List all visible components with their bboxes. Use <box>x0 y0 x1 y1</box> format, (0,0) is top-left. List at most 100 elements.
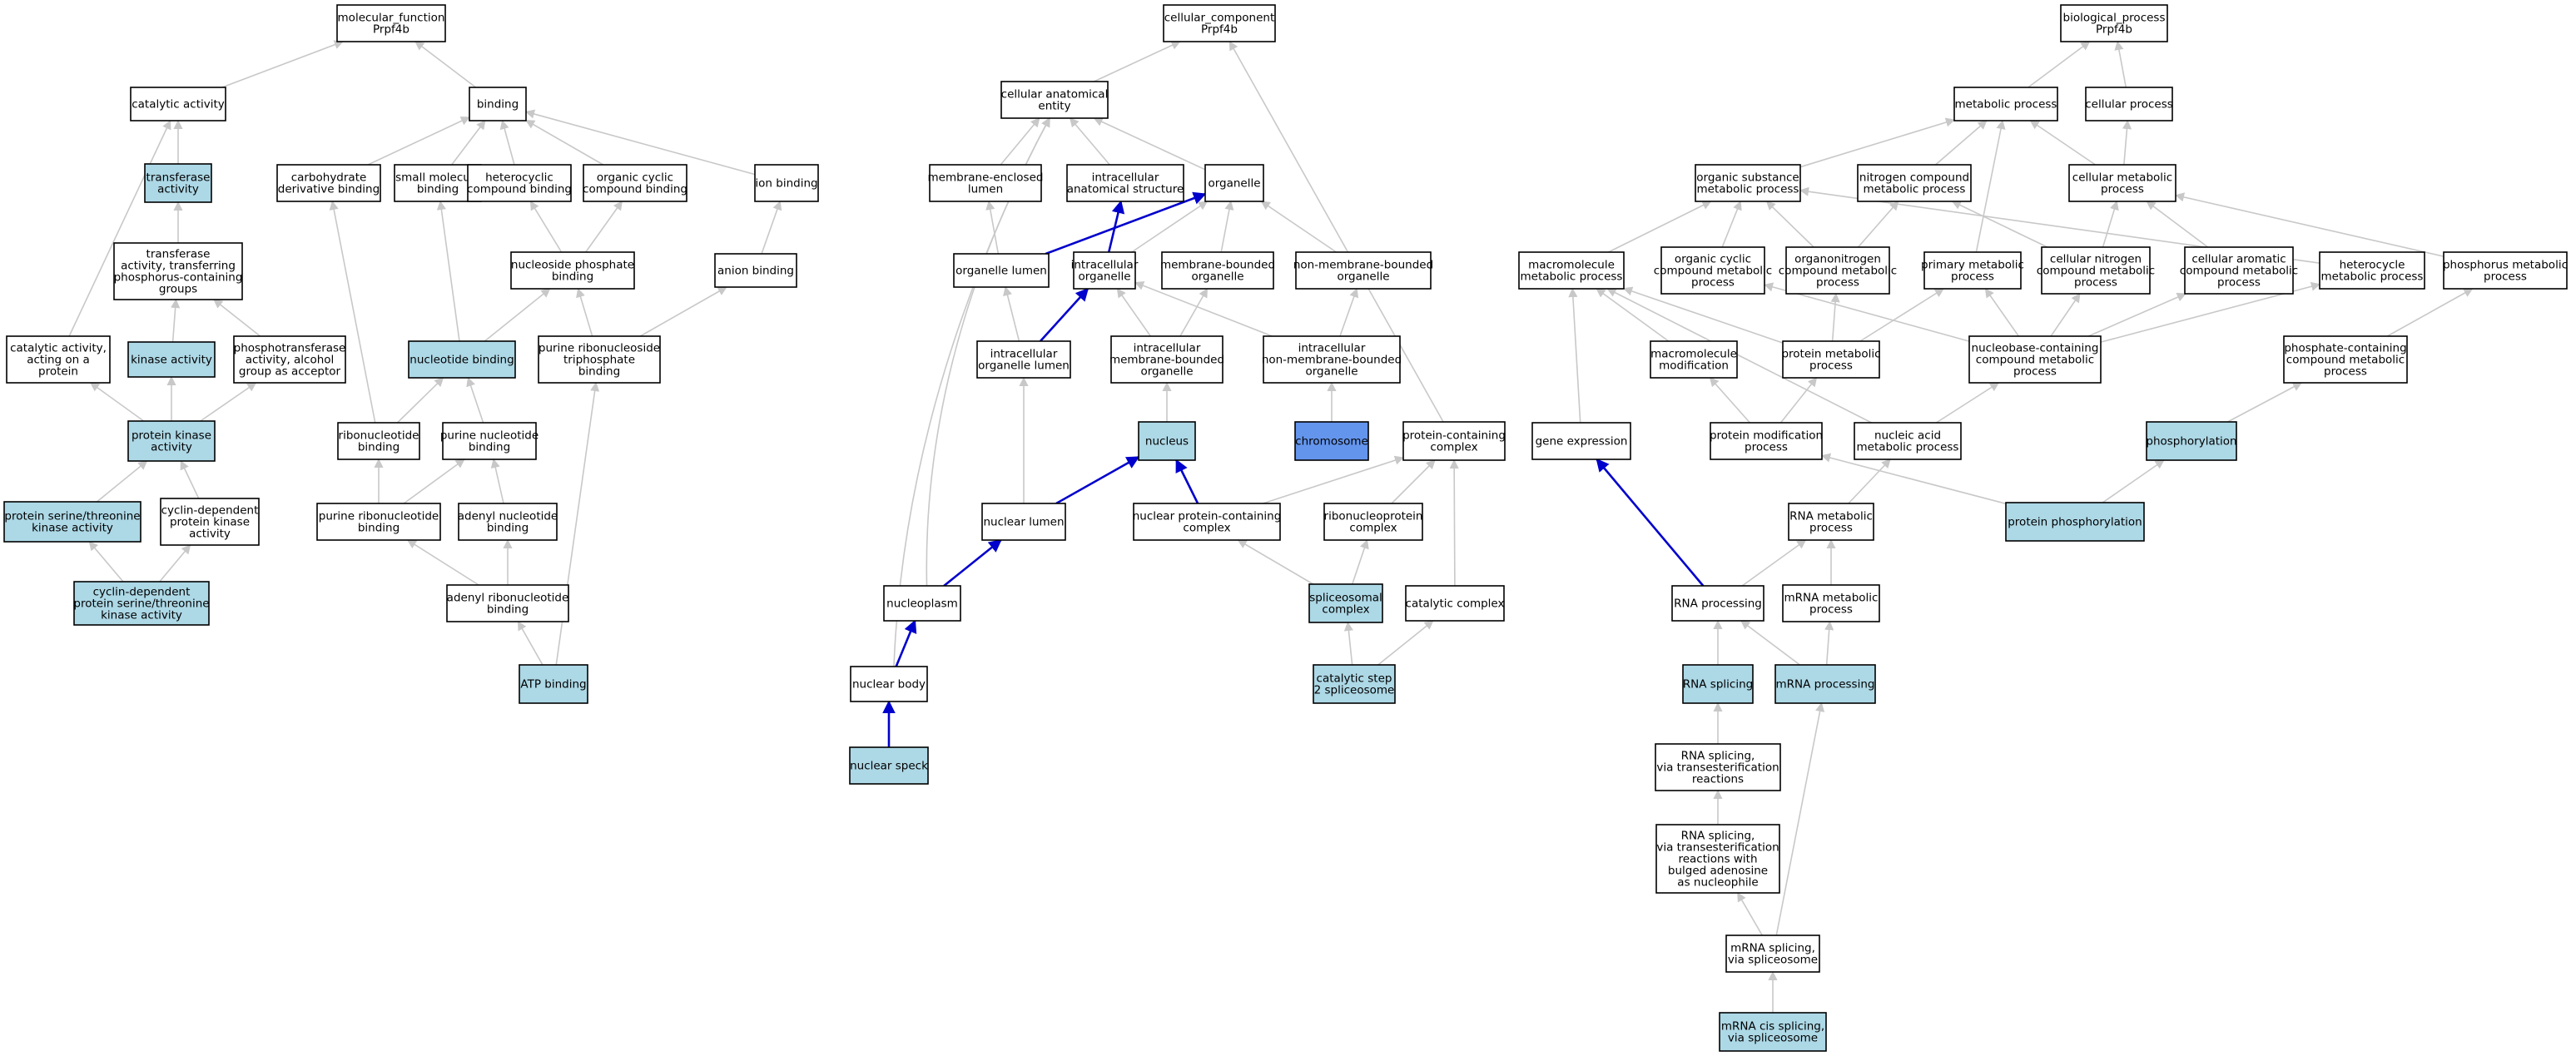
edge-carb-to-binding <box>367 117 471 166</box>
go-term-nucbody[interactable]: nuclear body <box>850 666 928 702</box>
go-term-box <box>510 251 635 290</box>
edge-mrnaproc-to-mrnametab <box>1824 620 1834 666</box>
go-term-label-line: non-membrane-bounded <box>1293 259 1433 272</box>
edge-cellarom-to-cellmetab <box>2146 201 2209 248</box>
go-term-label-line: phosphorus-containing <box>114 271 243 285</box>
go-term-metab[interactable]: metabolic process <box>1953 87 2058 121</box>
go-term-nucleotideb[interactable]: nucleotide binding <box>408 340 516 379</box>
go-term-box <box>1518 251 1625 290</box>
go-term-rnasplicing[interactable]: RNA splicing <box>1682 664 1754 704</box>
go-term-mrnaproc[interactable]: mRNA processing <box>1774 664 1876 704</box>
go-term-ionb[interactable]: ion binding <box>754 164 819 202</box>
go-term-label-line: organonitrogen <box>1794 253 1881 266</box>
go-term-label-line: anatomical structure <box>1067 183 1184 196</box>
go-term-kinase[interactable]: kinase activity <box>127 341 216 378</box>
go-term-nucspeck[interactable]: nuclear speck <box>849 746 929 785</box>
go-term-orglumen[interactable]: organelle lumen <box>953 253 1050 288</box>
go-term-label-line: process <box>1951 270 1994 284</box>
go-term-catalytic[interactable]: catalytic activity <box>130 87 226 121</box>
go-term-protphos[interactable]: protein phosphorylation <box>2005 502 2145 542</box>
go-term-cellproc[interactable]: cellular process <box>2085 87 2173 121</box>
go-term-box <box>127 341 216 378</box>
go-term-intranonmemb[interactable]: intracellularnon-membrane-boundedorganel… <box>1262 335 1402 384</box>
go-term-box <box>2146 421 2237 461</box>
go-term-binding[interactable]: binding <box>469 87 527 121</box>
go-term-label-line: activity <box>189 528 231 541</box>
go-term-mrnasplice[interactable]: mRNA splicing,via spliceosome <box>1725 935 1820 973</box>
go-term-geneexp[interactable]: gene expression <box>1531 422 1631 460</box>
go-term-chromosome[interactable]: chromosome <box>1294 421 1369 461</box>
go-term-organelle[interactable]: organelle <box>1204 164 1264 202</box>
go-term-rnasplicetrans[interactable]: RNA splicing,via transesterificationreac… <box>1655 743 1781 791</box>
go-term-label-line: carbohydrate <box>291 171 367 185</box>
go-term-nucleoplasm[interactable]: nucleoplasm <box>883 585 961 622</box>
go-term-label-line: organelle <box>1191 270 1243 284</box>
go-term-label-line: process <box>1809 603 1853 617</box>
go-term-nuclumen[interactable]: nuclear lumen <box>981 503 1066 541</box>
go-term-rnasplicebulged[interactable]: RNA splicing,via transesterificationreac… <box>1655 824 1780 894</box>
go-term-anionb[interactable]: anion binding <box>714 253 797 288</box>
edge-protmetab-to-organonitro <box>1830 292 1840 342</box>
go-term-phosphorylation[interactable]: phosphorylation <box>2146 421 2237 461</box>
go-term-nucleus[interactable]: nucleus <box>1138 421 1196 461</box>
go-term-catcomplex[interactable]: catalytic complex <box>1405 585 1505 622</box>
go-term-rnaproc[interactable]: RNA processing <box>1671 585 1764 622</box>
go-term-mrnacis[interactable]: mRNA cis splicing,via spliceosome <box>1719 1012 1827 1052</box>
go-term-atp[interactable]: ATP binding <box>519 664 588 704</box>
